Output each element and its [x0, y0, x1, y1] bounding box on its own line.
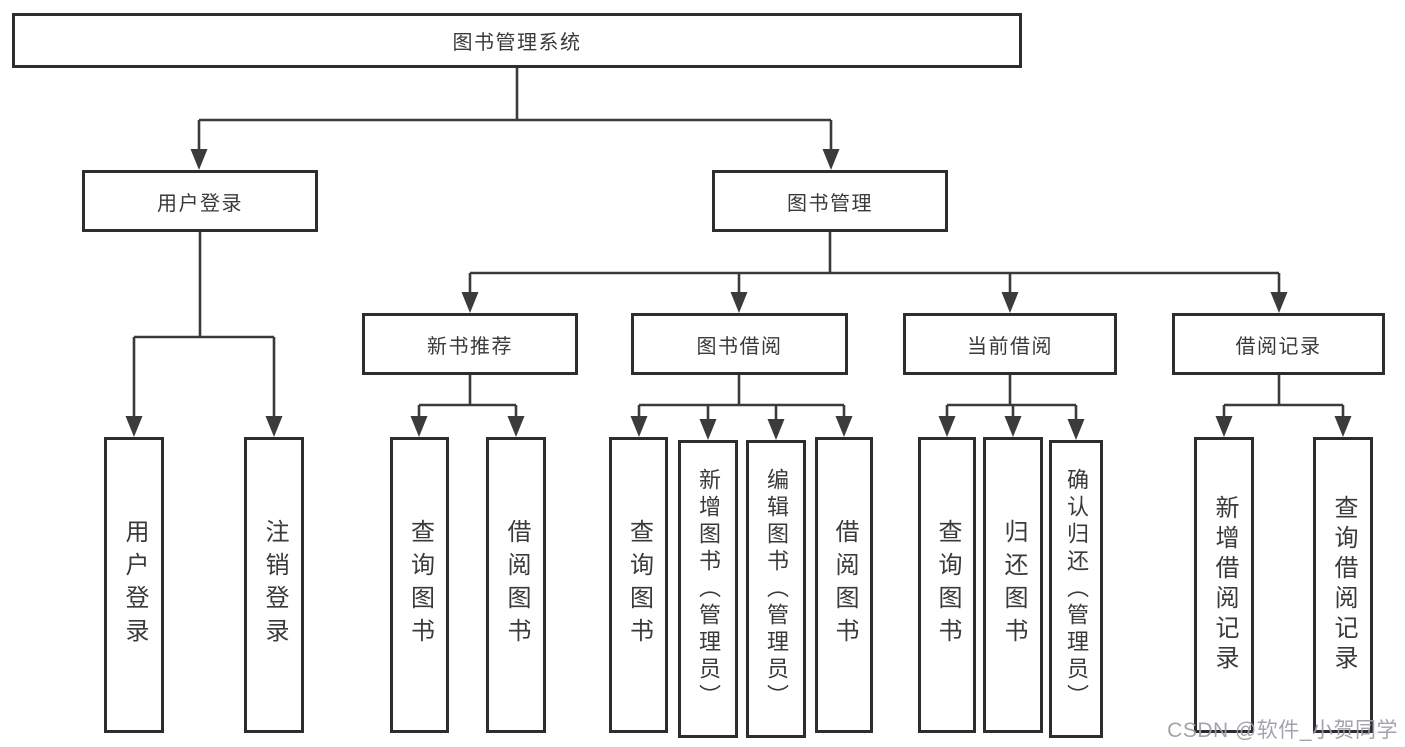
leaf-borrow-books-1: 借阅图书 [486, 437, 546, 733]
node-label: 编辑图书（管理员） [764, 467, 789, 711]
node-label: 用户登录 [121, 519, 148, 651]
node-label: 查询借阅记录 [1330, 495, 1357, 675]
leaf-query-books-2: 查询图书 [609, 437, 668, 733]
node-book-management-branch: 图书管理 [712, 170, 948, 232]
leaf-user-login: 用户登录 [104, 437, 164, 733]
leaf-add-books-admin: 新增图书（管理员） [678, 440, 738, 738]
node-label: 查询图书 [934, 519, 961, 651]
node-new-book-recommend: 新书推荐 [362, 313, 578, 375]
node-label: 当前借阅 [967, 335, 1053, 358]
node-label: 归还图书 [1000, 519, 1027, 651]
leaf-logout: 注销登录 [244, 437, 304, 733]
node-label: 借阅图书 [503, 519, 530, 651]
node-label: 借阅记录 [1235, 335, 1322, 358]
leaf-edit-books-admin: 编辑图书（管理员） [746, 440, 806, 738]
leaf-borrow-books-2: 借阅图书 [815, 437, 873, 733]
node-label: 新书推荐 [427, 335, 513, 358]
node-label: 确认归还（管理员） [1064, 467, 1089, 711]
leaf-query-books-1: 查询图书 [390, 437, 449, 733]
leaf-return-books: 归还图书 [983, 437, 1043, 733]
node-label: 图书管理系统 [452, 32, 582, 54]
leaf-query-borrow-record: 查询借阅记录 [1313, 437, 1373, 733]
node-label: 图书管理 [787, 192, 873, 215]
node-label: 借阅图书 [831, 519, 858, 651]
leaf-confirm-return-admin: 确认归还（管理员） [1049, 440, 1103, 738]
node-borrowing-records: 借阅记录 [1172, 313, 1385, 375]
node-label: 注销登录 [261, 519, 288, 651]
csdn-watermark: CSDN @软件_小贺同学 [1167, 719, 1398, 742]
leaf-add-borrow-record: 新增借阅记录 [1194, 437, 1254, 733]
leaf-query-books-3: 查询图书 [918, 437, 976, 733]
node-library-management-system: 图书管理系统 [12, 13, 1022, 68]
node-book-borrowing: 图书借阅 [631, 313, 848, 375]
node-label: 查询图书 [625, 519, 653, 651]
node-current-borrowing: 当前借阅 [903, 313, 1117, 375]
node-label: 图书借阅 [696, 335, 783, 358]
node-label: 查询图书 [406, 519, 434, 651]
arrowheads [125, 149, 1352, 440]
node-label: 用户登录 [157, 192, 243, 215]
node-label: 新增借阅记录 [1211, 495, 1238, 675]
tree-edges [132, 68, 1345, 421]
node-label: 新增图书（管理员） [696, 467, 721, 711]
node-user-login-branch: 用户登录 [82, 170, 318, 232]
